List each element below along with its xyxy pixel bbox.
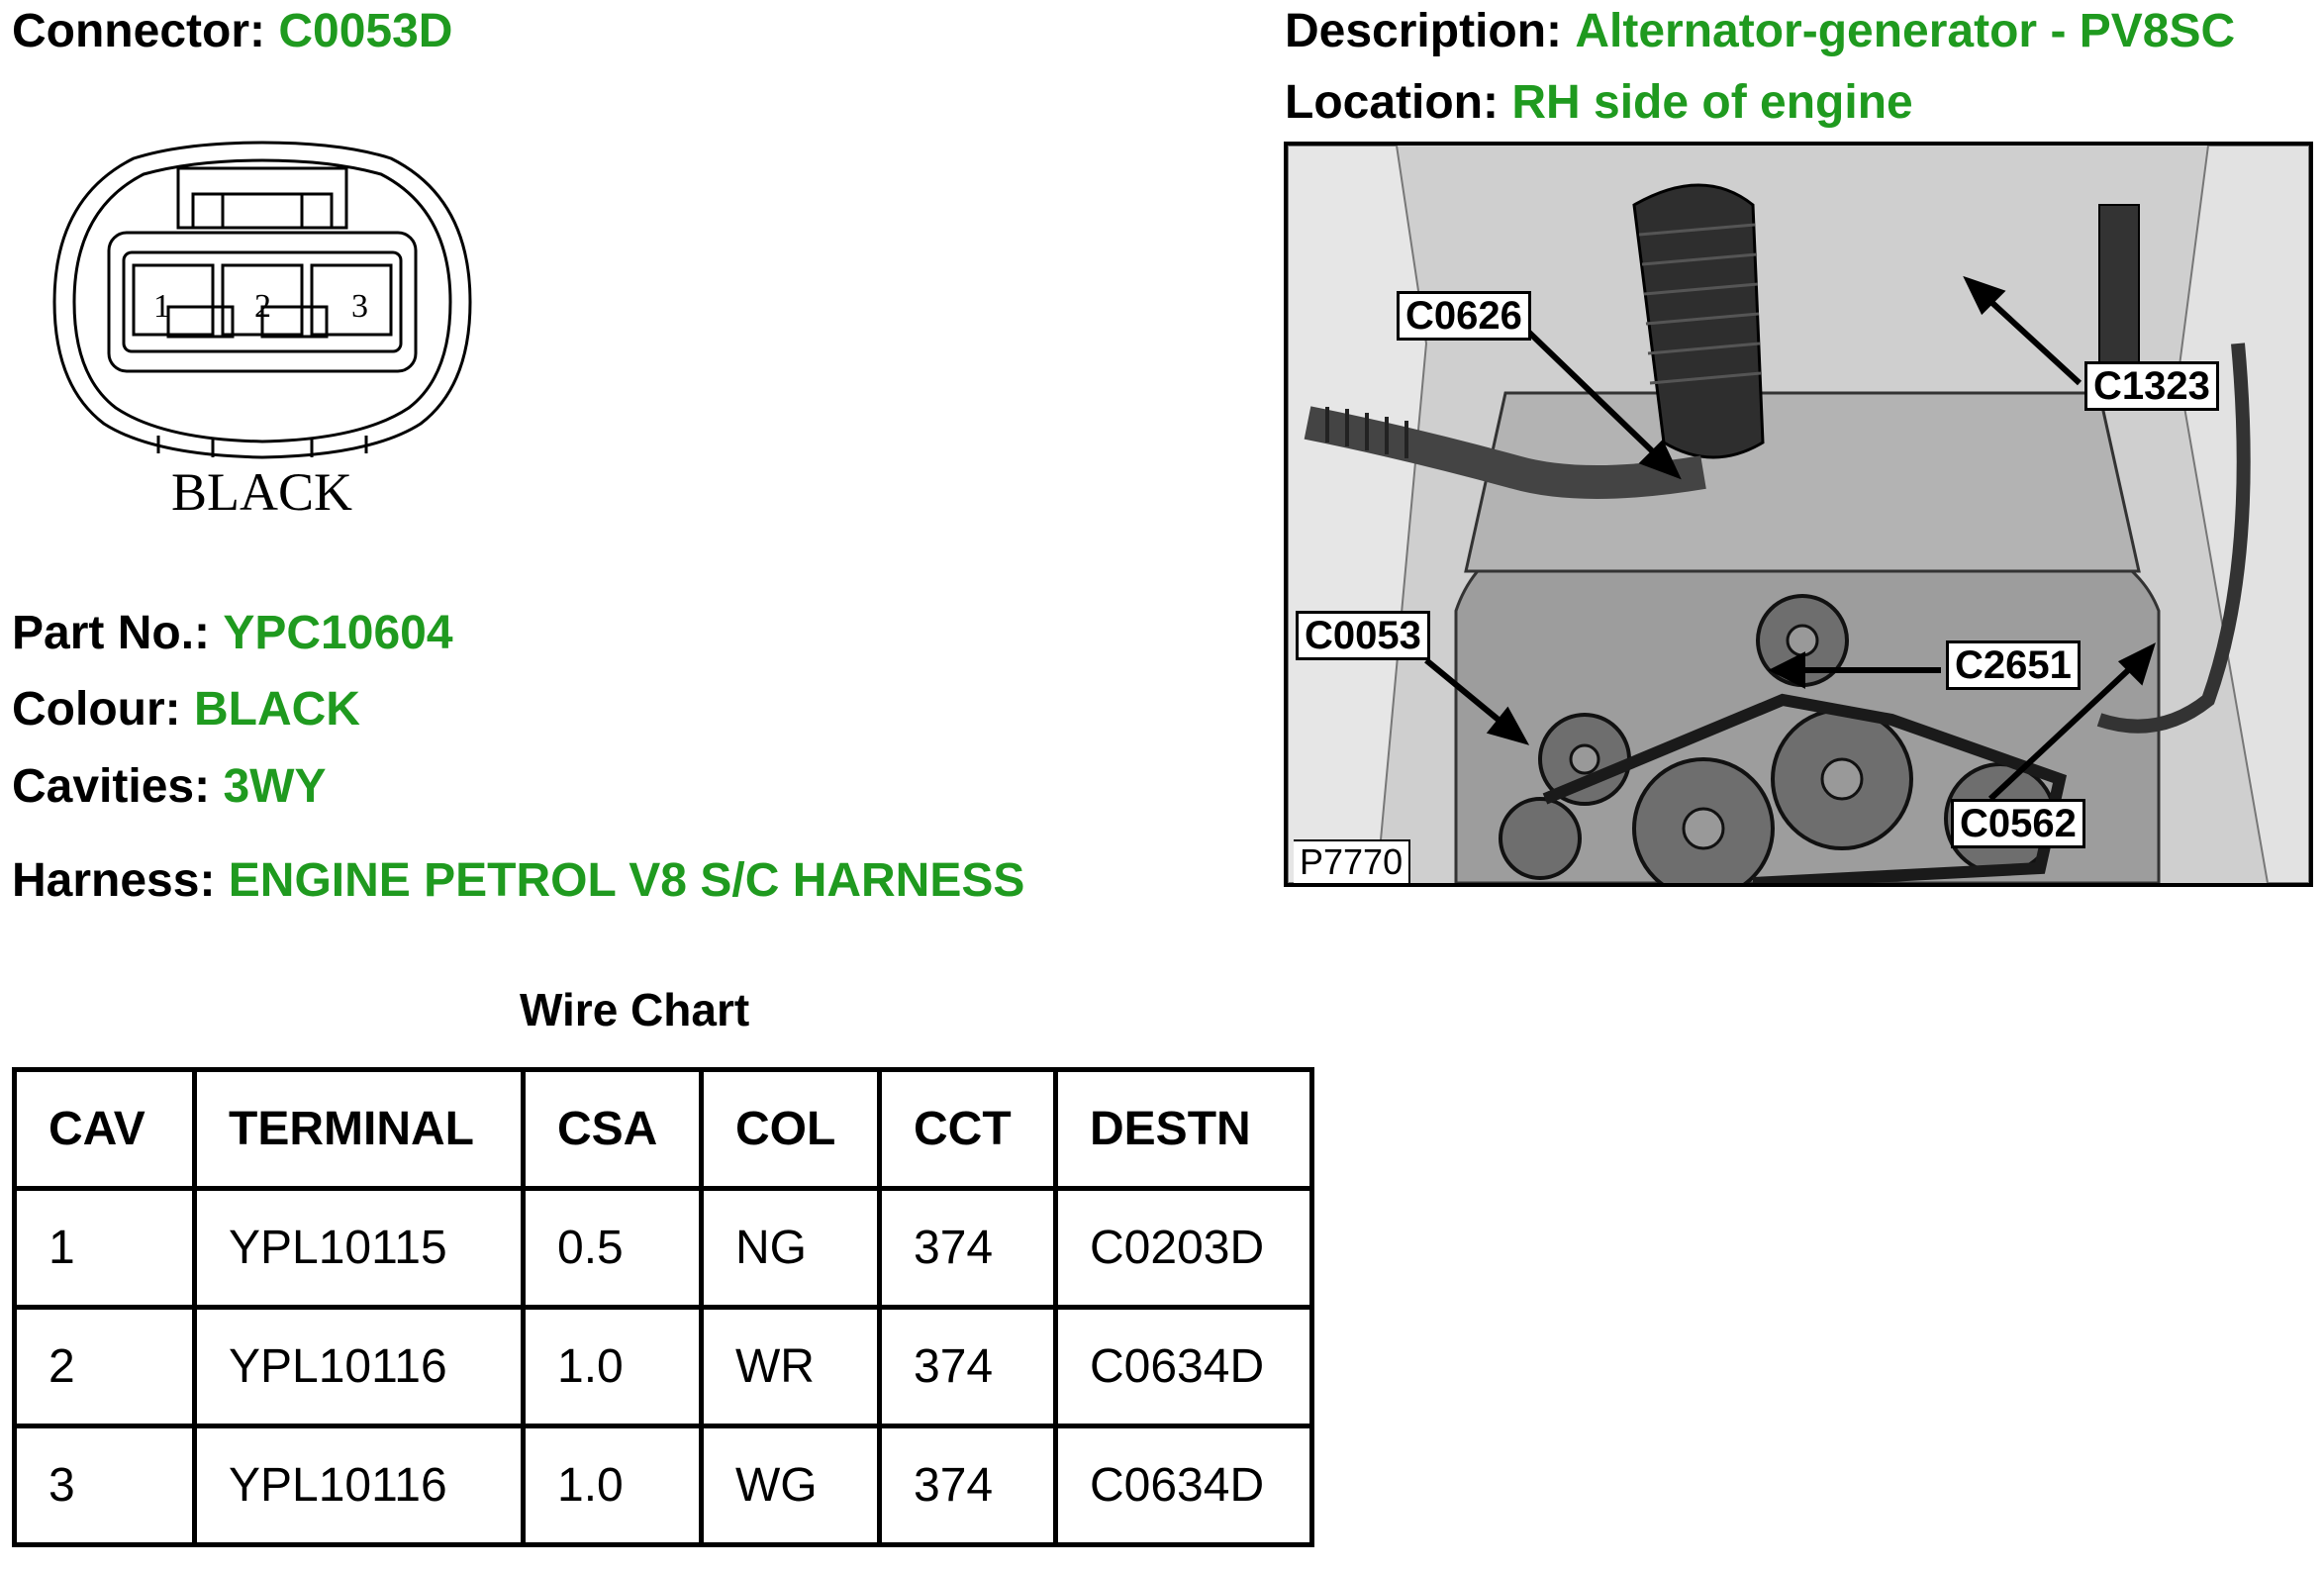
colour-line: Colour: BLACK <box>12 686 360 734</box>
cell-col: NG <box>699 1186 882 1310</box>
header-terminal: TERMINAL <box>192 1067 526 1191</box>
connector-line: Connector: C0053D <box>12 8 452 55</box>
figure-reference: P7770 <box>1294 839 1411 883</box>
pin-2-label: 2 <box>254 288 271 325</box>
header-csa: CSA <box>521 1067 704 1191</box>
connector-label: Connector: <box>12 5 265 57</box>
cell-cct: 374 <box>877 1424 1058 1547</box>
header-destn: DESTN <box>1053 1067 1314 1191</box>
part-no-line: Part No.: YPC10604 <box>12 610 453 657</box>
part-no-value: YPC10604 <box>223 607 453 659</box>
location-label: Location: <box>1285 76 1499 129</box>
description-value: Alternator-generator - PV8SC <box>1575 5 2236 57</box>
cell-terminal: YPL10116 <box>192 1305 526 1428</box>
table-row: 2 YPL10116 1.0 WR 374 C0634D <box>12 1305 1314 1428</box>
connector-value: C0053D <box>278 5 453 57</box>
cell-csa: 0.5 <box>521 1186 704 1310</box>
connector-drawing: 1 2 3 BLACK <box>45 139 480 525</box>
description-label: Description: <box>1285 5 1563 57</box>
cell-terminal: YPL10115 <box>192 1186 526 1310</box>
cavities-label: Cavities: <box>12 760 211 813</box>
callout-c2651: C2651 <box>1946 640 2081 690</box>
colour-value: BLACK <box>193 683 360 736</box>
engine-bay-image: C0626 C1323 C0053 C2651 C0562 P7770 <box>1284 142 2313 887</box>
wire-chart-table: CAV TERMINAL CSA COL CCT DESTN 1 YPL1011… <box>12 1067 1314 1547</box>
cell-cct: 374 <box>877 1186 1058 1310</box>
colour-label: Colour: <box>12 683 181 736</box>
cell-terminal: YPL10116 <box>192 1424 526 1547</box>
location-value: RH side of engine <box>1511 76 1913 129</box>
cell-csa: 1.0 <box>521 1424 704 1547</box>
connector-colour-label: BLACK <box>171 462 352 522</box>
cell-cav: 3 <box>12 1424 197 1547</box>
cell-cav: 2 <box>12 1305 197 1428</box>
engine-bay-illustration <box>1288 146 2309 883</box>
cell-destn: C0634D <box>1053 1424 1314 1547</box>
header-cav: CAV <box>12 1067 197 1191</box>
harness-value: ENGINE PETROL V8 S/C HARNESS <box>228 854 1025 907</box>
cavities-value: 3WY <box>223 760 327 813</box>
harness-line: Harness: ENGINE PETROL V8 S/C HARNESS <box>12 857 1024 905</box>
cell-destn: C0634D <box>1053 1305 1314 1428</box>
table-header-row: CAV TERMINAL CSA COL CCT DESTN <box>12 1067 1314 1191</box>
callout-c0053: C0053 <box>1296 611 1430 660</box>
cell-cct: 374 <box>877 1305 1058 1428</box>
description-line: Description: Alternator-generator - PV8S… <box>1285 8 2235 55</box>
harness-label: Harness: <box>12 854 216 907</box>
wire-chart-title: Wire Chart <box>520 984 750 1035</box>
cell-col: WR <box>699 1305 882 1428</box>
cell-cav: 1 <box>12 1186 197 1310</box>
pin-1-label: 1 <box>153 288 170 325</box>
callout-c0626: C0626 <box>1397 291 1531 341</box>
callout-c0562: C0562 <box>1951 799 2085 848</box>
cell-col: WG <box>699 1424 882 1547</box>
part-no-label: Part No.: <box>12 607 211 659</box>
header-col: COL <box>699 1067 882 1191</box>
cavities-line: Cavities: 3WY <box>12 763 326 811</box>
callout-c1323: C1323 <box>2084 361 2219 411</box>
location-line: Location: RH side of engine <box>1285 79 1913 127</box>
connector-outline-diagram: 1 2 3 BLACK <box>52 141 472 522</box>
table-row: 1 YPL10115 0.5 NG 374 C0203D <box>12 1186 1314 1310</box>
cell-csa: 1.0 <box>521 1305 704 1428</box>
pin-3-label: 3 <box>351 288 368 325</box>
table-row: 3 YPL10116 1.0 WG 374 C0634D <box>12 1424 1314 1547</box>
cell-destn: C0203D <box>1053 1186 1314 1310</box>
header-cct: CCT <box>877 1067 1058 1191</box>
